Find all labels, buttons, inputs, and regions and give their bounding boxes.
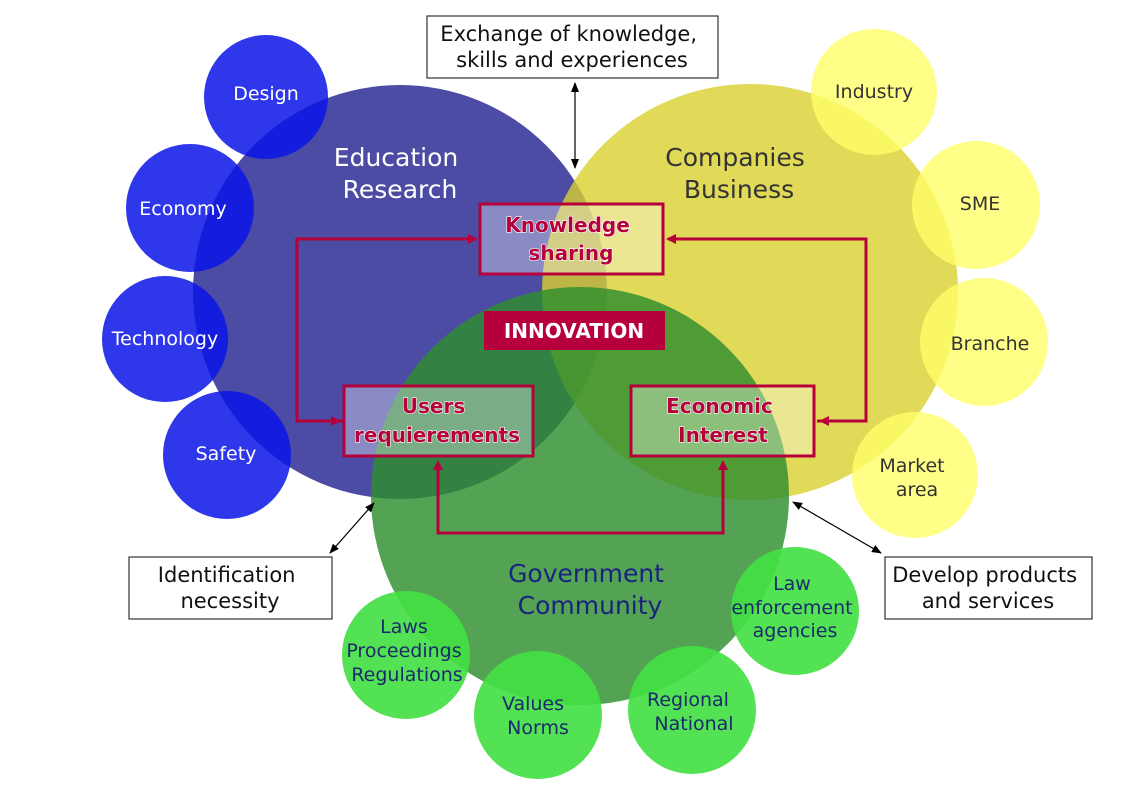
exchange-callout-rect bbox=[426, 15, 719, 79]
identification-connector bbox=[329, 502, 375, 554]
satellite-regional-line1: Regional bbox=[647, 689, 729, 711]
users-requirements-label: Users requierements bbox=[354, 394, 520, 447]
satellite-sme bbox=[912, 141, 1040, 269]
economic-interest-label: Economic Interest bbox=[666, 394, 780, 447]
satellite-law-enforcement bbox=[731, 547, 859, 675]
satellite-values-label: Values Norms bbox=[502, 693, 570, 739]
users-line2: requierements bbox=[354, 423, 520, 447]
knowledge-line2: sharing bbox=[529, 241, 614, 265]
government-title: Government Community bbox=[508, 559, 672, 620]
innovation-label: INNOVATION bbox=[504, 319, 644, 343]
knowledge-line1: Knowledge bbox=[505, 213, 630, 237]
satellite-safety-label: Safety bbox=[196, 443, 257, 465]
satellite-regional bbox=[628, 646, 756, 774]
satellite-regional-label: Regional National bbox=[647, 689, 735, 735]
users-requirements-box: Users requierements bbox=[342, 384, 535, 458]
knowledge-sharing-label: Knowledge sharing bbox=[505, 213, 637, 265]
satellite-laws bbox=[342, 591, 470, 719]
develop-callout-text: Develop products and services bbox=[892, 563, 1084, 613]
identification-line2: necessity bbox=[180, 589, 279, 613]
develop-callout: Develop products and services bbox=[884, 556, 1093, 620]
satellite-sme-label: SME bbox=[960, 193, 1000, 215]
green-satellites: Laws Proceedings Regulations Values Norm… bbox=[342, 547, 859, 779]
exchange-callout: Exchange of knowledge, skills and experi… bbox=[426, 15, 719, 79]
relationship-arrows bbox=[295, 234, 868, 535]
develop-callout-rect bbox=[884, 556, 1093, 620]
economic-line2: Interest bbox=[678, 423, 768, 447]
government-circle bbox=[371, 287, 789, 705]
satellite-law-enforcement-line1: Law bbox=[773, 573, 811, 595]
satellite-market-line2: area bbox=[896, 479, 938, 501]
government-line1: Government bbox=[508, 559, 664, 588]
develop-line1: Develop products bbox=[892, 563, 1077, 587]
economic-interest-rect bbox=[629, 384, 816, 458]
satellite-values-line2: Norms bbox=[507, 717, 569, 739]
satellite-regional-line2: National bbox=[654, 713, 733, 735]
satellite-laws-line2: Proceedings bbox=[346, 640, 461, 662]
satellite-laws-line1: Laws bbox=[380, 616, 428, 638]
knowledge-sharing-rect bbox=[478, 202, 665, 276]
develop-connector bbox=[792, 501, 882, 554]
satellite-economy bbox=[126, 144, 254, 272]
identification-callout: Identification necessity bbox=[128, 556, 333, 620]
satellite-technology-label: Technology bbox=[111, 328, 218, 350]
satellite-values bbox=[474, 651, 602, 779]
satellite-values-line1: Values bbox=[502, 693, 564, 715]
satellite-law-enforcement-line3: agencies bbox=[753, 620, 838, 642]
education-line1: Education bbox=[334, 143, 458, 172]
satellite-laws-line3: Regulations bbox=[351, 664, 462, 686]
users-line1: Users bbox=[402, 394, 465, 418]
economic-interest-box: Economic Interest bbox=[629, 384, 816, 458]
users-requirements-rect bbox=[342, 384, 535, 458]
satellite-technology bbox=[102, 276, 228, 402]
blue-satellites: Design Economy Technology Safety bbox=[102, 35, 328, 519]
satellite-market-line1: Market bbox=[879, 455, 944, 477]
economic-line1: Economic bbox=[666, 394, 773, 418]
innovation-rect bbox=[484, 311, 665, 350]
satellite-market-area-label: Market area bbox=[879, 455, 950, 501]
satellite-industry bbox=[811, 29, 937, 155]
identification-callout-rect bbox=[128, 556, 333, 620]
exchange-callout-text: Exchange of knowledge, skills and experi… bbox=[440, 22, 703, 72]
identification-line1: Identification bbox=[158, 563, 296, 587]
yellow-satellites: Industry SME Branche Market area bbox=[811, 29, 1048, 538]
companies-line1: Companies bbox=[665, 143, 805, 172]
companies-line2: Business bbox=[684, 175, 794, 204]
satellite-law-enforcement-label: Law enforcement agencies bbox=[731, 573, 858, 642]
identification-callout-text: Identification necessity bbox=[158, 563, 302, 613]
satellite-design-label: Design bbox=[233, 83, 299, 105]
satellite-laws-label: Laws Proceedings Regulations bbox=[346, 616, 467, 686]
exchange-line1: Exchange of knowledge, bbox=[440, 22, 697, 46]
satellite-law-enforcement-line2: enforcement bbox=[731, 597, 852, 619]
knowledge-sharing-box: Knowledge sharing bbox=[478, 202, 665, 276]
innovation-box: INNOVATION bbox=[484, 311, 665, 350]
exchange-line2: skills and experiences bbox=[456, 48, 688, 72]
satellite-market-area bbox=[852, 412, 978, 538]
education-title: Education Research bbox=[334, 143, 466, 204]
education-line2: Research bbox=[343, 175, 458, 204]
satellite-design bbox=[204, 35, 328, 159]
satellite-economy-label: Economy bbox=[139, 198, 227, 220]
companies-title: Companies Business bbox=[665, 143, 812, 204]
develop-line2: and services bbox=[922, 589, 1054, 613]
satellite-branche-label: Branche bbox=[951, 333, 1030, 355]
satellite-industry-label: Industry bbox=[835, 81, 913, 103]
government-line2: Community bbox=[518, 591, 663, 620]
satellite-safety bbox=[163, 391, 291, 519]
satellite-branche bbox=[920, 278, 1048, 406]
